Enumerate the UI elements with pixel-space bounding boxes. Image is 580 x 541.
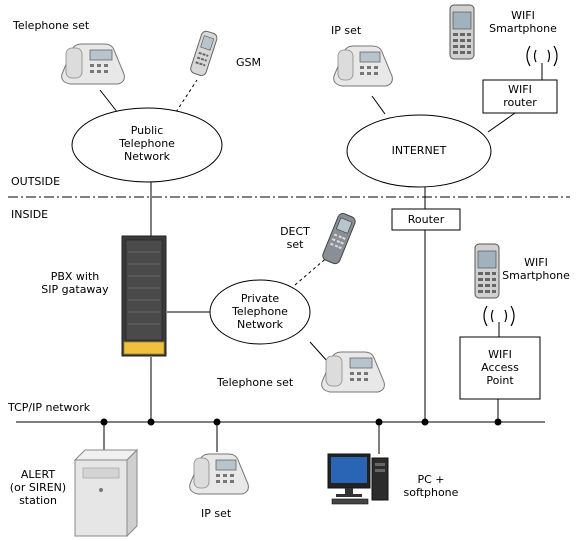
- desk-phone-icon: [321, 351, 385, 393]
- wifi-ap-box: [459, 336, 541, 400]
- bus-junctions: [100, 418, 502, 426]
- junction-wifi-ap: [494, 418, 502, 426]
- router-box: [391, 208, 461, 231]
- ip-set-top-label: IP set: [331, 24, 362, 37]
- dect-set-label: DECT set: [280, 225, 310, 251]
- internet-cloud: [346, 114, 492, 188]
- pbx-label: PBX with SIP gataway: [41, 270, 109, 296]
- gsm-label: GSM: [236, 56, 261, 69]
- gsm-phone-icon: [190, 30, 218, 76]
- junction-alert: [100, 418, 108, 426]
- inside-zone-label: INSIDE: [11, 208, 49, 221]
- wifi-router-label: WIFI router: [503, 83, 537, 109]
- internet-to-wifi-router-line: [487, 112, 516, 133]
- wifi-smartphone-top-label: WIFI Smartphone: [489, 9, 557, 35]
- desk-phone-icon: [333, 45, 393, 87]
- outside-zone-label: OUTSIDE: [11, 175, 61, 188]
- pbx-cabinet-icon: [121, 235, 167, 357]
- ip-set-bottom-label: IP set: [201, 507, 232, 520]
- wifi-router-box: [482, 79, 558, 114]
- private-net-cloud: [209, 279, 311, 345]
- internet-to-ipset-line: [371, 95, 386, 115]
- smartphone-icon: [474, 243, 500, 299]
- pstn-cloud: [71, 107, 223, 183]
- telephone-set-top-label: Telephone set: [13, 19, 90, 32]
- private-net-to-phone-line: [309, 341, 329, 363]
- wifi-smartphone-mid-label: WIFI Smartphone: [502, 256, 570, 282]
- pstn-to-gsm-dashed: [175, 79, 198, 113]
- junction-ipset: [213, 418, 221, 426]
- junction-router: [421, 418, 429, 426]
- tcpip-network-label: TCP/IP network: [8, 401, 91, 414]
- wifi-waves-icon: [483, 45, 558, 327]
- pc-softphone-label: PC + softphone: [403, 473, 459, 499]
- wifi-ap-label: WIFI Access Point: [481, 348, 519, 387]
- pc-icon: [327, 453, 389, 505]
- junction-pc: [375, 418, 383, 426]
- smartphone-icon: [449, 4, 475, 60]
- server-tower-icon: [73, 448, 139, 538]
- junction-pbx: [147, 418, 155, 426]
- internet-cloud-label: INTERNET: [391, 144, 447, 157]
- router-label: Router: [407, 213, 445, 226]
- desk-phone-icon: [189, 453, 249, 495]
- private-net-to-dect-dashed: [294, 254, 331, 286]
- dect-phone-icon: [322, 213, 356, 265]
- alert-station-label: ALERT (or SIREN) station: [9, 468, 67, 507]
- private-net-cloud-label: Private Telephone Network: [232, 292, 288, 331]
- telephone-set-mid-label: Telephone set: [217, 376, 294, 389]
- pstn-cloud-label: Public Telephone Network: [119, 124, 175, 163]
- pstn-to-phone-line: [99, 89, 119, 114]
- desk-phone-icon: [61, 43, 125, 85]
